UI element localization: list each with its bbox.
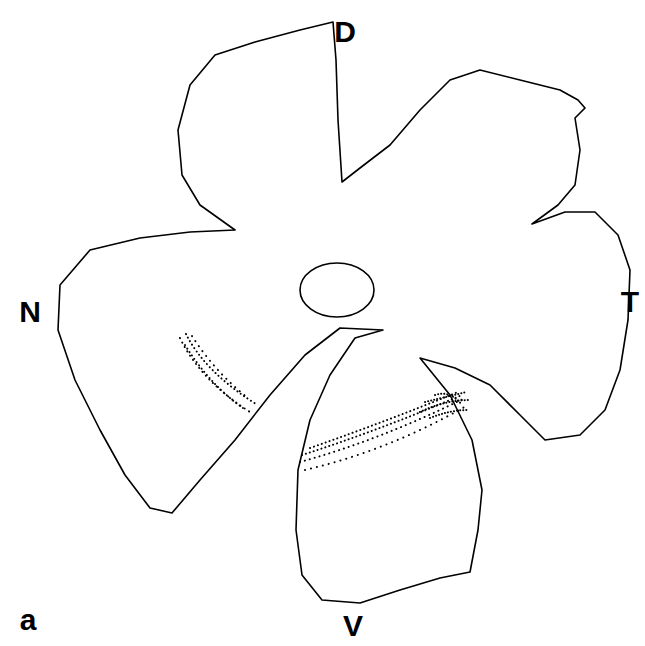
- temporal-label: T: [621, 287, 639, 317]
- nasal-label: N: [19, 297, 41, 327]
- optic-disc: [300, 263, 374, 317]
- ventral-label: V: [343, 611, 363, 641]
- dorsal-label: D: [334, 17, 356, 47]
- retina-outline: [58, 22, 630, 603]
- labelled-cells: [180, 334, 470, 470]
- panel-letter: a: [20, 605, 37, 635]
